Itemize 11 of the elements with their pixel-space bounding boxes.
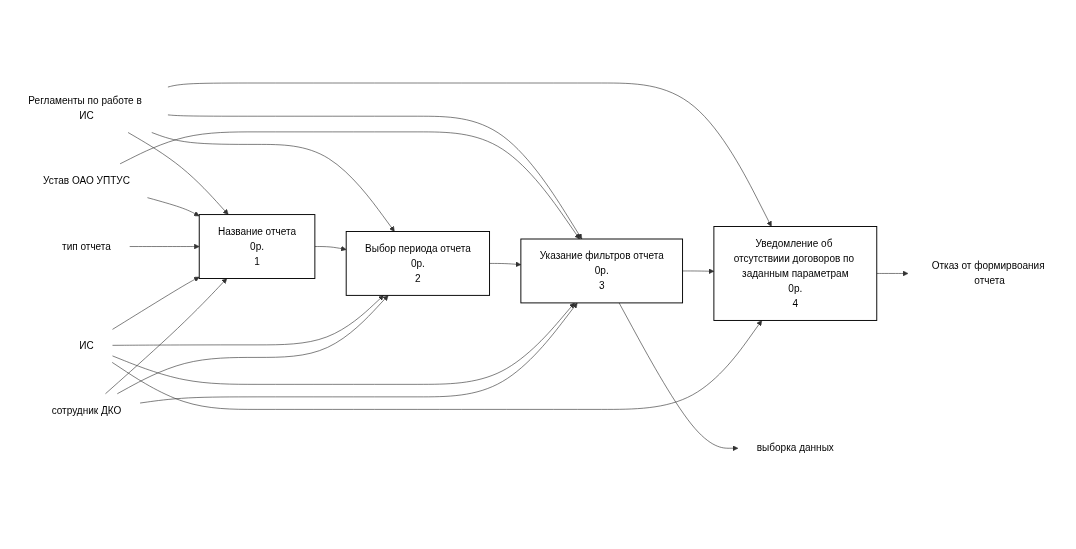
node-box: Указание фильтров отчета 0р. 3 [520, 238, 684, 304]
node-box: Выбор периода отчета 0р. 2 [345, 231, 491, 297]
node-text: ИС [79, 340, 94, 351]
node-text: Устав ОАО УПТУС [43, 175, 130, 187]
node-text: сотрудник ДКО [51, 405, 122, 417]
node-box: Уведомление об отсутствиии договоров по заданным параметрам 0р. 4 [713, 226, 878, 322]
node-text: тип отчета [62, 241, 111, 252]
node-text: Отказ от формирвоания отчета [931, 260, 1045, 287]
node-text: Регламенты по работе в ИС [28, 95, 142, 122]
node-text: выборка данных [756, 443, 834, 454]
node-box: Название отчета 0р. 1 [198, 214, 316, 280]
